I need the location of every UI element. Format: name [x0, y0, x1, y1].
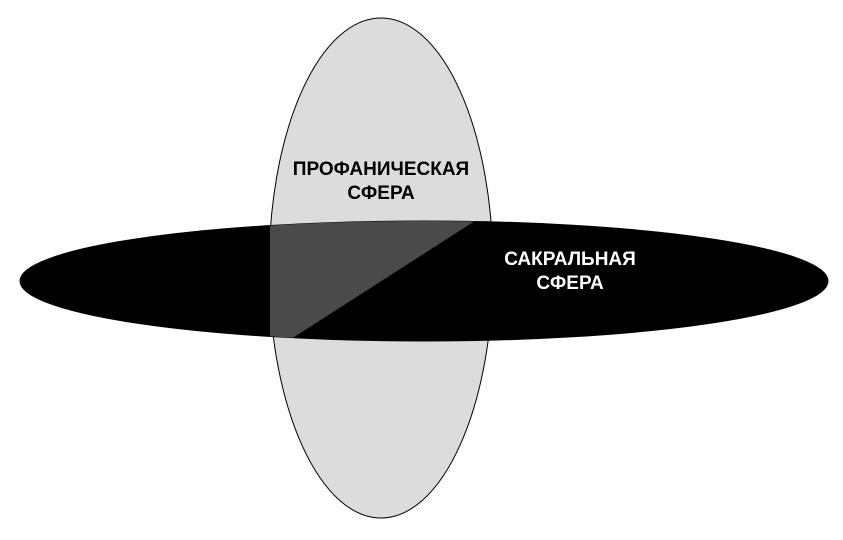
overlap-region	[270, 221, 492, 341]
profane-sphere-label: ПРОФАНИЧЕСКАЯ СФЕРА	[241, 158, 521, 206]
profane-sphere-label-line1: ПРОФАНИЧЕСКАЯ	[292, 159, 470, 180]
sacred-sphere-label: САКРАЛЬНАЯ СФЕРА	[430, 248, 710, 296]
sacred-sphere-label-line1: САКРАЛЬНАЯ	[504, 249, 636, 270]
profane-sphere-label-line2: СФЕРА	[347, 183, 415, 204]
sacred-sphere-label-line2: СФЕРА	[536, 273, 604, 294]
